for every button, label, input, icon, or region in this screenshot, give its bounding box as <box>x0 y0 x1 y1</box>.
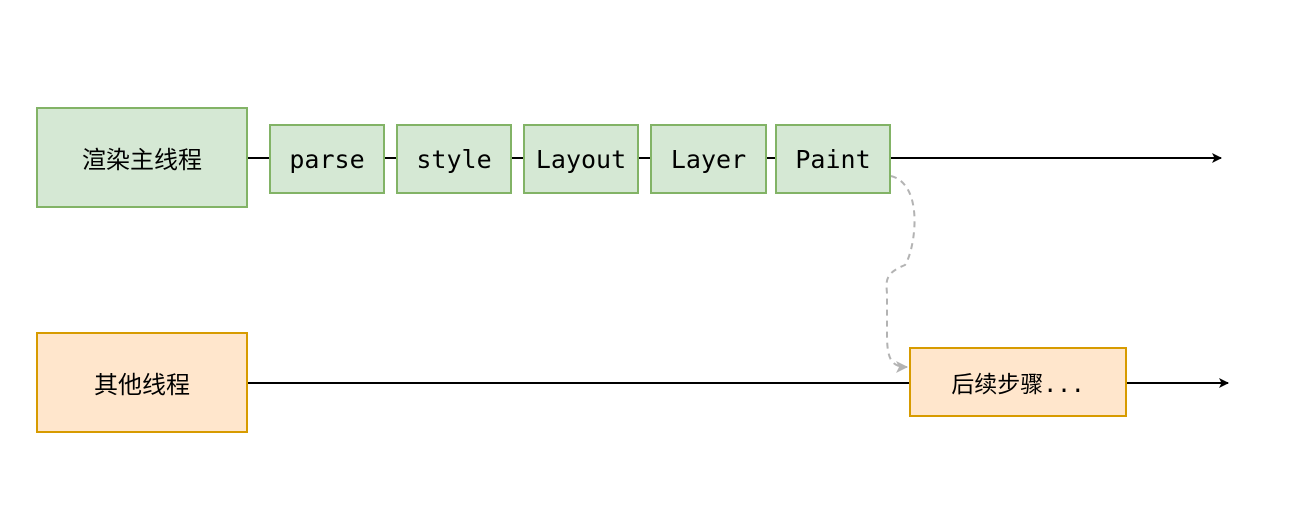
other-thread-box: 其他线程 <box>36 332 248 433</box>
render-main-thread-label: 渲染主线程 <box>82 146 202 174</box>
step-style-label: style <box>416 144 492 174</box>
other-thread-label: 其他线程 <box>94 371 190 399</box>
step-layout-box: Layout <box>523 124 639 194</box>
step-paint-label: Paint <box>795 144 871 174</box>
step-parse-box: parse <box>269 124 385 194</box>
step-layer-label: Layer <box>670 144 747 174</box>
step-style-box: style <box>396 124 512 194</box>
step-parse-label: parse <box>289 144 365 174</box>
step-layer-box: Layer <box>650 124 767 194</box>
paint-to-next-dashed-link <box>885 175 916 373</box>
next-steps-label: 后续步骤... <box>951 372 1085 398</box>
render-main-thread-box: 渲染主线程 <box>36 107 248 208</box>
step-layout-label: Layout <box>535 144 627 174</box>
next-steps-box: 后续步骤... <box>909 347 1127 417</box>
step-paint-box: Paint <box>775 124 891 194</box>
